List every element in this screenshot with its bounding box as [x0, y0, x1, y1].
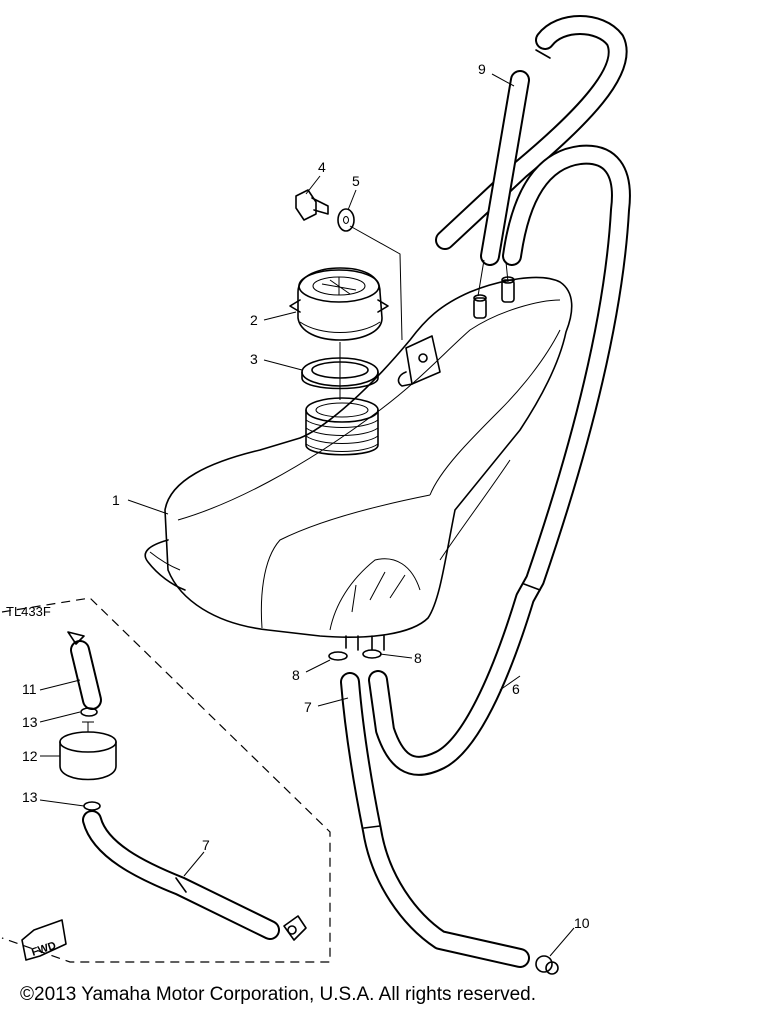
callout-8-left: 8	[292, 667, 300, 683]
callout-6: 6	[512, 681, 520, 697]
bolt-assembly-line	[349, 225, 403, 341]
callout-4: 4	[318, 159, 326, 175]
copyright-notice: ©2013 Yamaha Motor Corporation, U.S.A. A…	[20, 984, 536, 1005]
callout-10: 10	[574, 915, 590, 931]
vent-hose	[368, 144, 631, 776]
callout-8-right: 8	[414, 650, 422, 666]
hose-clip-right	[362, 649, 382, 659]
callout-7-main: 7	[304, 699, 312, 715]
callout-11: 11	[22, 681, 37, 697]
callout-13-upper: 13	[22, 714, 38, 730]
callout-3: 3	[250, 351, 258, 367]
fwd-arrow-icon: FWD	[21, 919, 67, 961]
callout-2: 2	[250, 312, 258, 328]
callout-7-inset: 7	[202, 837, 210, 853]
callout-9: 9	[478, 61, 486, 77]
fuel-hose	[340, 672, 530, 968]
hose-clip-left	[328, 651, 348, 661]
inset-model-label: TL433F	[6, 604, 51, 619]
hose-clamp	[535, 955, 559, 975]
variant-inset	[1, 597, 331, 963]
leader-lines	[39, 73, 575, 957]
callout-12: 12	[22, 748, 38, 764]
overflow-hose	[435, 15, 628, 297]
fuel-cap	[289, 267, 389, 341]
bolt	[295, 189, 329, 221]
callout-5: 5	[352, 173, 360, 189]
callout-1: 1	[112, 492, 120, 508]
washer	[337, 208, 355, 232]
fuel-tank	[144, 276, 573, 651]
callout-13-lower: 13	[22, 789, 38, 805]
